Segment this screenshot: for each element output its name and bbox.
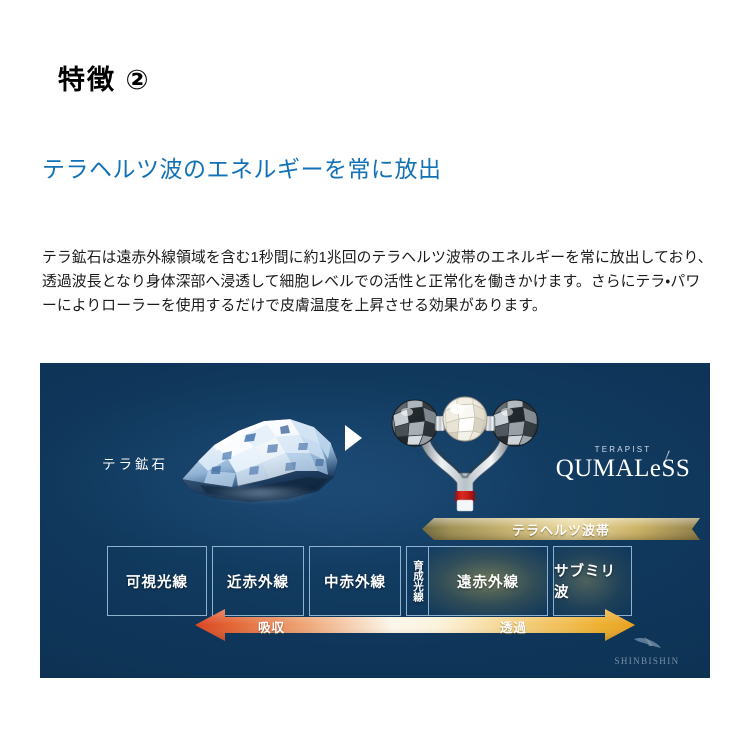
shinbishin-mark-icon — [634, 637, 661, 648]
spectrum-cell-mid-infrared: 中赤外線 — [309, 546, 401, 616]
rock-reflection — [186, 487, 336, 517]
terahertz-band-ribbon: テラヘルツ波帯 — [422, 518, 700, 540]
spectrum-cell-growth-ray: 育成光線 — [406, 546, 428, 616]
logo-kicker: TERAPIST — [594, 445, 652, 454]
transmission-label: 透過 — [500, 621, 528, 635]
absorption-transmission-arrow: 吸収 透過 — [195, 608, 635, 642]
watermark: SHINBISHIN — [602, 636, 692, 666]
spectrum-table: 可視光線 近赤外線 中赤外線 育成光線 遠赤外線 サブミリ波 — [107, 546, 632, 616]
ore-label: テラ鉱石 — [102, 457, 168, 472]
feature-illustration-panel: テラ鉱石 — [40, 363, 710, 678]
beauty-roller-device-image — [385, 387, 545, 517]
spectrum-cell-visible-light: 可視光線 — [107, 546, 207, 616]
body-paragraph: テラ鉱石は遠赤外線領域を含む1秒間に約1兆回のテラヘルツ波帯のエネルギーを常に放… — [42, 249, 713, 314]
logo-wordmark: QUMALeSS — [555, 455, 691, 482]
tera-mineral-rock-image — [168, 401, 358, 521]
watermark-name: SHINBISHIN — [614, 656, 680, 666]
absorption-label: 吸収 — [258, 621, 286, 635]
spectrum-cell-submillimeter-wave: サブミリ波 — [553, 546, 632, 616]
spectrum-cell-near-infrared: 近赤外線 — [212, 546, 304, 616]
play-triangle-icon — [345, 425, 362, 451]
product-logo: TERAPIST QUMALeSS — [538, 445, 708, 481]
page-title: 特徴 ② — [58, 65, 151, 95]
ribbon-label: テラヘルツ波帯 — [511, 522, 610, 538]
section-subtitle: テラヘルツ波のエネルギーを常に放出 — [42, 156, 442, 182]
spectrum-cell-far-infrared: 遠赤外線 — [428, 546, 548, 616]
